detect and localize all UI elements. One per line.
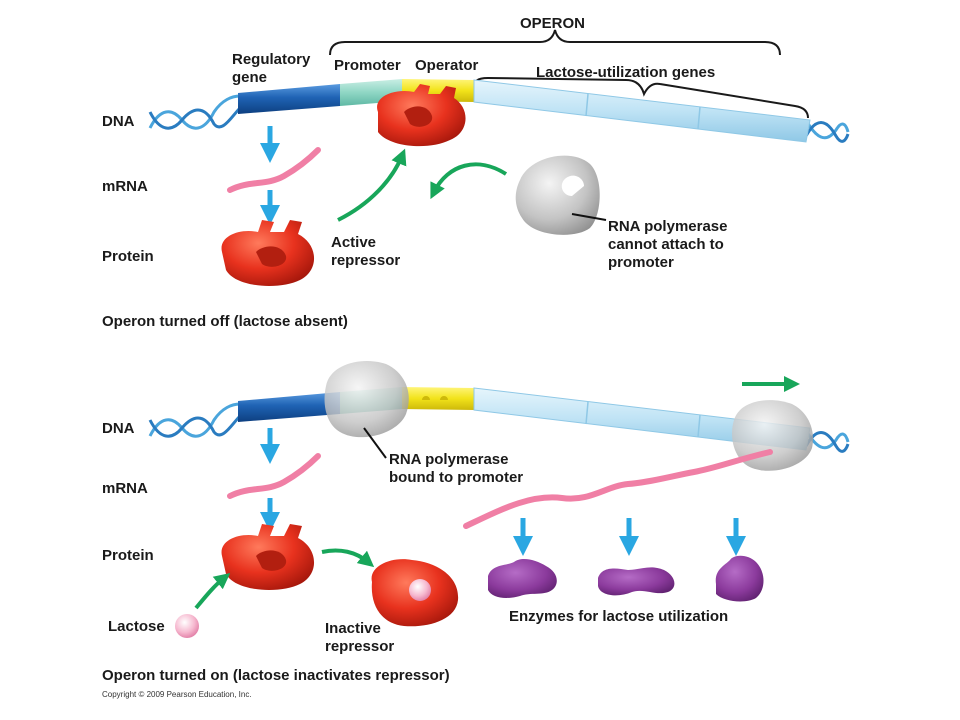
genes-brace	[473, 76, 809, 119]
enzyme	[488, 559, 557, 598]
enzymes-label: Enzymes for lactose utilization	[509, 608, 729, 625]
dna-helix-left	[148, 402, 242, 438]
regulatory-gene-segment	[238, 392, 340, 422]
dna-label: DNA	[102, 420, 135, 437]
dna-helix-right	[804, 429, 850, 453]
lactose-genes-segment	[473, 79, 811, 143]
repressor-bound-top	[377, 84, 466, 147]
protein-label: Protein	[102, 547, 154, 564]
enzyme	[715, 555, 764, 602]
operator-label: Operator	[415, 57, 479, 74]
operator-segment	[402, 387, 474, 410]
promoter-label: Promoter	[334, 57, 401, 74]
gene-divider	[585, 93, 589, 117]
protein-label: Protein	[102, 248, 154, 265]
arrow-lactose-binds	[194, 573, 231, 610]
rna-polymerase-bound	[324, 360, 409, 438]
arrow-polymerase-blocked	[430, 162, 508, 200]
lactose-label: Lactose	[108, 618, 165, 635]
mrna-strand	[227, 147, 321, 193]
lactose-mrna-strand	[463, 449, 773, 529]
lactose-molecule	[175, 614, 199, 638]
active-repressor	[221, 220, 315, 286]
inactive-repressor-label: Inactive repressor	[325, 620, 395, 655]
mrna-label: mRNA	[102, 178, 148, 195]
rnap-cannot-attach-label: RNA polymerase cannot attach to promoter	[608, 218, 728, 271]
rna-polymerase-transcribing	[732, 400, 814, 471]
dna-helix-left	[148, 94, 242, 130]
regulatory-gene-label: Regulatory gene	[232, 51, 311, 86]
gene-divider	[585, 401, 589, 425]
caption-operon-off: Operon turned off (lactose absent)	[102, 313, 348, 330]
enzyme	[598, 567, 675, 596]
arrow-repressor-binds	[337, 148, 407, 222]
rna-polymerase-detached	[515, 155, 600, 235]
repressor-protein	[221, 524, 315, 590]
arrow-repressor-inactivated	[321, 548, 375, 568]
rnap-bound-label: RNA polymerase bound to promoter	[389, 451, 524, 486]
operon-brace	[329, 29, 781, 56]
callout-line	[571, 213, 607, 221]
active-repressor-label: Active repressor	[331, 234, 401, 269]
regulatory-gene-segment	[238, 84, 340, 114]
inactive-repressor	[371, 559, 459, 627]
caption-operon-on: Operon turned on (lactose inactivates re…	[102, 667, 450, 684]
dna-label: DNA	[102, 113, 135, 130]
operon-label: OPERON	[520, 15, 586, 32]
gene-divider	[697, 414, 701, 438]
mrna-label: mRNA	[102, 480, 148, 497]
dna-helix-right	[804, 119, 850, 143]
gene-divider	[697, 106, 701, 130]
copyright-notice: Copyright © 2009 Pearson Education, Inc.	[102, 690, 252, 699]
lactose-genes-label: Lactose-utilization genes	[536, 64, 716, 81]
operator-notches	[422, 396, 448, 400]
callout-line	[363, 427, 387, 459]
mrna-strand	[227, 453, 321, 499]
